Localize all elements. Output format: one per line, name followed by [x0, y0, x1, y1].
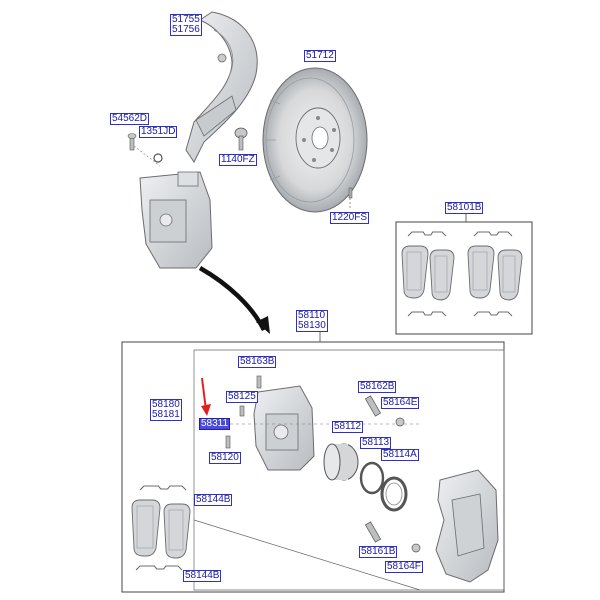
caliper-housing	[253, 385, 315, 471]
label-dust-shield-b: 51756	[172, 24, 200, 35]
pad-kit-pad-4	[497, 249, 523, 301]
caliper-detail-box	[121, 330, 505, 593]
label-pad-spring-lower[interactable]: 58144B	[183, 570, 222, 582]
caliper-assembly-top	[139, 171, 213, 269]
label-disc-screw[interactable]: 1220FS	[330, 212, 370, 224]
label-dust-shield[interactable]: 51755 51756	[170, 14, 202, 36]
detail-pad-2	[163, 503, 191, 559]
label-piston-boot[interactable]: 58114A	[381, 449, 419, 461]
caliper-bracket	[435, 469, 499, 583]
piston	[323, 443, 359, 481]
label-pin-lower[interactable]: 58164F	[385, 561, 423, 573]
pad-kit-spring-2	[473, 231, 513, 237]
label-dust-shield-a: 51755	[172, 14, 200, 25]
label-piston-seal[interactable]: 58113	[360, 437, 392, 449]
pad-kit-pad-4-lining	[502, 255, 516, 293]
label-caliper-body-a: 58180	[152, 399, 180, 410]
label-shield-bolt[interactable]: 1140FZ	[219, 154, 257, 166]
highlight-red-arrow	[201, 377, 211, 416]
dust-shield	[185, 11, 258, 163]
label-pad-kit[interactable]: 58101B	[445, 202, 484, 214]
label-brake-disc[interactable]: 51712	[304, 50, 336, 62]
label-pad-spring-upper[interactable]: 58144B	[194, 494, 233, 506]
label-caliper-body[interactable]: 58180 58181	[150, 399, 182, 421]
label-guide-bolt-upper[interactable]: 58162B	[358, 381, 397, 393]
label-caliper-assy-b: 58130	[298, 320, 326, 331]
label-washer[interactable]: 1351JD	[139, 126, 178, 138]
bleeder-parts	[212, 375, 420, 449]
pad-kit-pad-2	[429, 249, 455, 301]
piston-seal-ring	[359, 461, 385, 495]
label-caliper-bolt[interactable]: 54562D	[110, 113, 150, 125]
pad-kit-pads	[401, 231, 523, 317]
detail-spring-upper	[139, 485, 187, 491]
label-piston[interactable]: 58112	[332, 421, 364, 433]
detail-pad-1	[131, 499, 161, 557]
pad-kit-spring-1	[407, 231, 447, 237]
shield-bolt	[234, 127, 248, 151]
guide-bolt-lower	[364, 521, 421, 553]
pad-kit-spring-3	[407, 311, 447, 317]
pad-kit-pad-1-lining	[406, 251, 422, 291]
brake-disc	[262, 67, 368, 213]
label-bleeder-screw[interactable]: 58120	[209, 452, 241, 464]
detail-pad-2-lining	[168, 509, 184, 551]
pad-kit-pad-1	[401, 245, 429, 299]
label-pin-upper[interactable]: 58164E	[381, 397, 420, 409]
detail-callout-arrowhead	[256, 316, 270, 334]
label-caliper-assy-a: 58110	[298, 310, 326, 321]
pad-kit-pad-3	[467, 245, 495, 299]
piston-boot-ring	[380, 476, 408, 512]
label-caliper-assy[interactable]: 58110 58130	[296, 310, 328, 332]
caliper-bolt-left	[127, 133, 163, 167]
label-caliper-body-b: 58181	[152, 409, 180, 420]
detail-pads	[131, 485, 191, 571]
pad-kit-spring-4	[473, 311, 513, 317]
label-guide-pin-boot[interactable]: 58163B	[238, 356, 277, 368]
detail-callout-arrow	[198, 266, 267, 332]
label-guide-bolt-lower[interactable]: 58161B	[359, 546, 398, 558]
pad-kit-pad-2-lining	[434, 255, 448, 293]
label-bleeder-cap[interactable]: 58125	[226, 391, 258, 403]
disc-screw	[348, 187, 353, 210]
guide-bolt-upper	[364, 395, 405, 427]
pad-kit-pad-3-lining	[472, 251, 488, 291]
detail-spring-lower	[135, 565, 183, 571]
detail-pad-1-lining	[136, 505, 154, 549]
label-highlighted-part[interactable]: 58311	[199, 418, 231, 430]
